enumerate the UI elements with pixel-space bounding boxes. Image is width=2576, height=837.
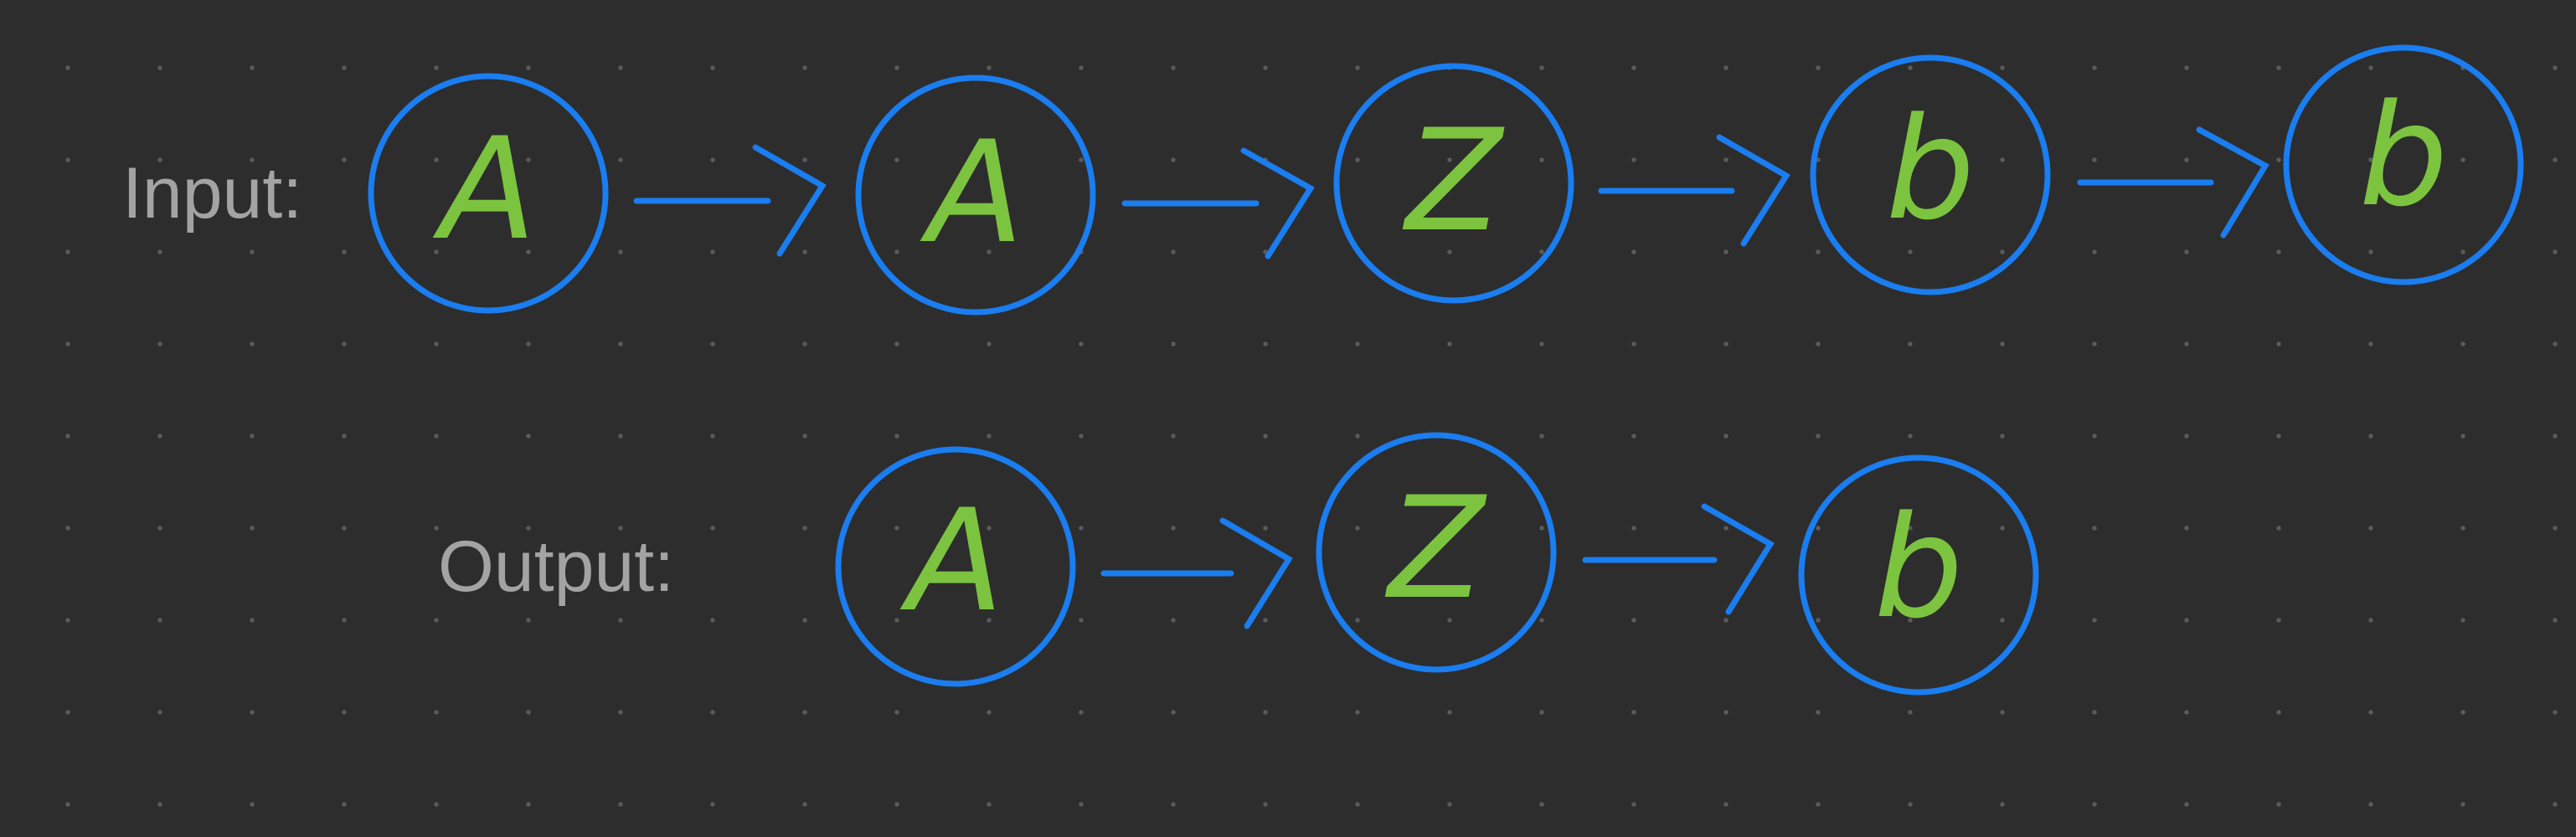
output-row: A Z b bbox=[835, 432, 2039, 696]
input-label: Input: bbox=[122, 153, 303, 234]
node-value: A bbox=[900, 479, 1004, 643]
input-node: Z bbox=[1333, 63, 1574, 304]
node-circle bbox=[855, 74, 1096, 316]
arrow bbox=[1598, 134, 1790, 247]
node-circle bbox=[835, 446, 1076, 687]
arrow bbox=[633, 144, 827, 257]
node-circle bbox=[1333, 63, 1574, 304]
arrow bbox=[1582, 503, 1775, 615]
node-circle bbox=[2283, 44, 2524, 285]
node-circle bbox=[1798, 454, 2039, 696]
input-node: b bbox=[2283, 44, 2524, 285]
node-value: Z bbox=[1402, 99, 1505, 263]
input-node: A bbox=[368, 73, 609, 314]
node-value: Z bbox=[1384, 466, 1487, 630]
input-node: b bbox=[1810, 54, 2051, 295]
node-circle bbox=[368, 73, 609, 314]
arrow bbox=[2077, 126, 2269, 239]
output-node: Z bbox=[1316, 432, 1557, 673]
output-node: A bbox=[835, 446, 1076, 687]
node-value: b bbox=[1874, 485, 1964, 650]
input-node: A bbox=[855, 74, 1096, 316]
node-value: A bbox=[433, 107, 537, 271]
node-value: b bbox=[2359, 74, 2449, 238]
output-label: Output: bbox=[438, 526, 675, 607]
node-circle bbox=[1316, 432, 1557, 673]
node-circle bbox=[1810, 54, 2051, 295]
arrow bbox=[1121, 147, 1315, 259]
arrow bbox=[1100, 517, 1293, 629]
output-node: b bbox=[1798, 454, 2039, 696]
input-row: A A Z b bbox=[368, 44, 2524, 316]
node-value: A bbox=[920, 110, 1024, 275]
node-value: b bbox=[1886, 87, 1976, 251]
